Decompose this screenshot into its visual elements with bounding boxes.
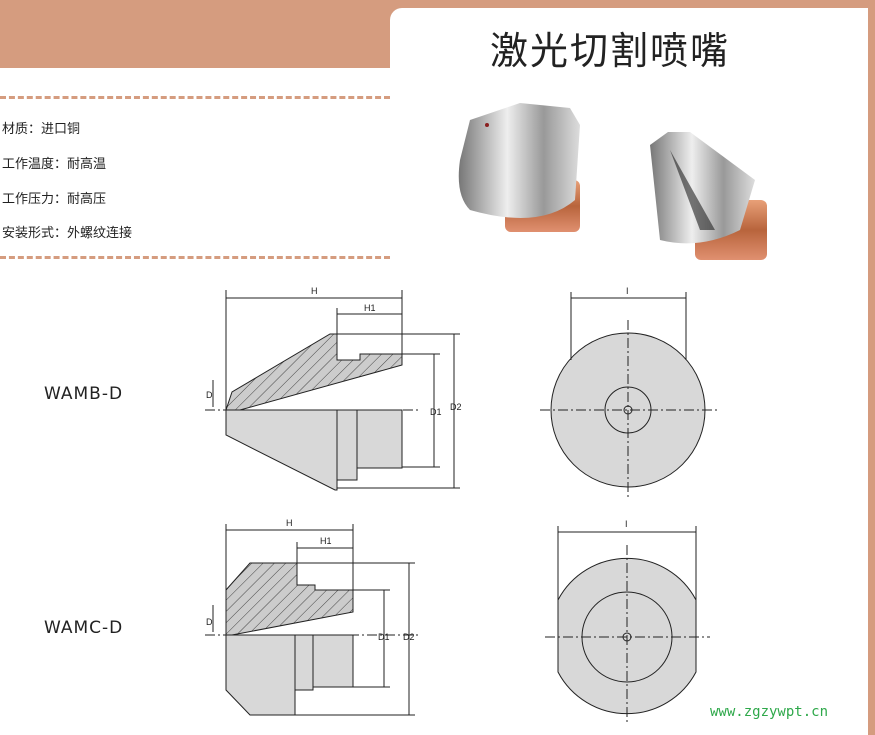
dim-label-h: H [311, 286, 318, 296]
spec-installation: 安装形式：外螺纹连接 [2, 226, 133, 241]
drawing-wamc-side [205, 524, 420, 716]
dim-label-h1: H1 [364, 303, 376, 313]
dim-label-d: D [206, 390, 213, 400]
drawing-wamb-front [540, 292, 718, 498]
spec-material: 材质：进口铜 [2, 122, 81, 137]
nozzle-photo-2 [650, 132, 767, 260]
watermark: www.zgzywpt.cn [710, 704, 829, 720]
left-panel [0, 68, 390, 735]
spec-pressure: 工作压力：耐高压 [2, 192, 107, 207]
dim-label-d1: D1 [430, 407, 442, 417]
model-label-wamb: WAMB-D [44, 384, 124, 404]
dim-label-h1-2: H1 [320, 536, 332, 546]
dim-label-h-2: H [286, 518, 293, 528]
nozzle-photo-1 [458, 103, 580, 232]
page-title: 激光切割喷嘴 [490, 29, 731, 73]
divider-top [0, 96, 390, 99]
divider-bottom [0, 256, 390, 259]
drawing-wamc-front [545, 526, 710, 725]
dim-label-d2: D2 [450, 402, 462, 412]
dim-label-i-top: I [626, 286, 629, 296]
dim-label-d1-2: D1 [378, 632, 390, 642]
dim-label-d-2: D [206, 617, 213, 627]
drawing-wamb-side [205, 290, 460, 491]
model-label-wamc: WAMC-D [44, 618, 124, 638]
dim-label-d2-2: D2 [403, 632, 415, 642]
spec-temperature: 工作温度：耐高温 [2, 157, 107, 172]
dim-label-i-bottom: I [625, 519, 628, 529]
